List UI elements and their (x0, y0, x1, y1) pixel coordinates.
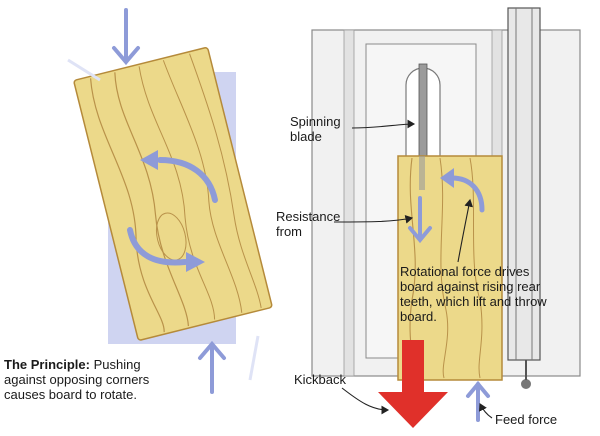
principle-heading: The Principle: (4, 357, 90, 372)
rotation-arrow-icon (440, 168, 485, 213)
resistance-label: Resistance from (276, 209, 341, 239)
spinning-blade-label: Spinning blade (290, 114, 341, 144)
push-arrow-icon (408, 196, 432, 244)
rotation-arrow-icon (127, 150, 218, 272)
rotated-board (73, 47, 273, 341)
rotational-force-label: Rotational force drives board against ri… (400, 264, 547, 324)
ghost-arrow (67, 58, 260, 381)
kickback-label: Kickback (294, 372, 347, 387)
feed-arrow-icon (466, 380, 490, 422)
principle-diagram (67, 8, 273, 394)
feed-force-label: Feed force (495, 412, 558, 427)
push-arrow-icon (112, 8, 140, 66)
push-arrow-icon (198, 340, 226, 394)
saw-table-diagram (311, 7, 581, 428)
rip-fence (507, 7, 541, 389)
leader-lines (333, 119, 493, 419)
kickback-arrow-icon (378, 340, 448, 428)
principle-text: Pushing against opposing corners causes … (4, 357, 150, 402)
principle-caption: The Principle: Pushing against opposing … (4, 357, 174, 402)
